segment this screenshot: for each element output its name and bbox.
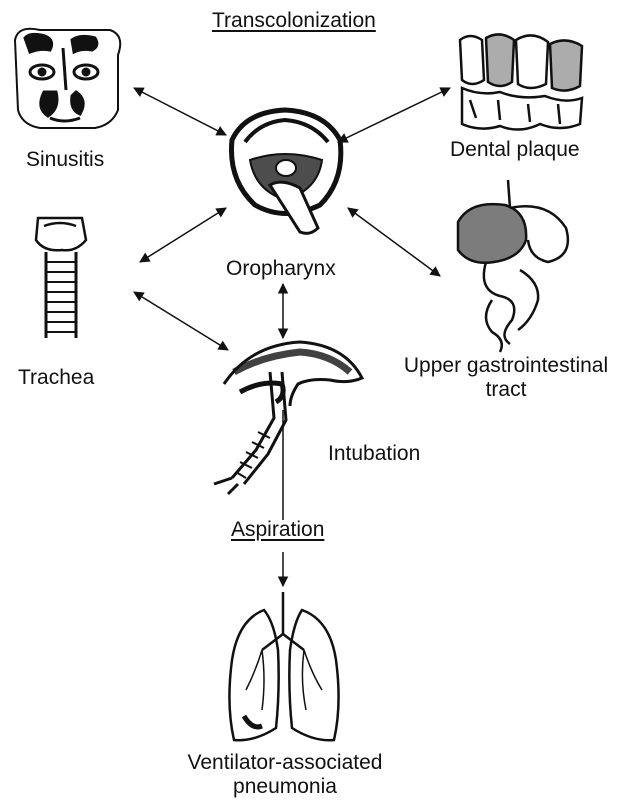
vap-label-line1: Ventilator-associated xyxy=(160,751,410,775)
oropharynx-label: Oropharynx xyxy=(226,257,336,281)
dental-plaque-illustration xyxy=(460,34,582,129)
arrow-trachea-oropharynx xyxy=(140,208,226,262)
trachea-illustration xyxy=(36,218,86,338)
upper-gi-label-line1: Upper gastrointestinal xyxy=(402,354,610,378)
arrow-dental-oropharynx xyxy=(338,88,450,142)
arrow-oropharynx-gi xyxy=(348,208,440,276)
dental-plaque-label: Dental plaque xyxy=(450,138,580,162)
aspiration-label: Aspiration xyxy=(231,518,324,542)
upper-gi-tract-illustration xyxy=(458,180,568,352)
vap-label-line2: pneumonia xyxy=(160,775,410,799)
upper-gi-label-line2: tract xyxy=(402,378,610,402)
arrow-sinusitis-oropharynx xyxy=(134,88,226,135)
intubated-airway-illustration xyxy=(214,342,362,494)
transcolonization-label: Transcolonization xyxy=(212,9,376,33)
face-sinuses-illustration xyxy=(15,29,120,128)
sinusitis-label: Sinusitis xyxy=(26,148,104,172)
arrow-trachea-airway xyxy=(134,292,228,350)
intubation-label: Intubation xyxy=(328,442,420,466)
lungs-illustration xyxy=(229,592,338,740)
upper-gi-label: Upper gastrointestinal tract xyxy=(402,354,610,402)
oropharynx-illustration xyxy=(231,110,340,233)
trachea-label: Trachea xyxy=(18,366,94,390)
vap-label: Ventilator-associated pneumonia xyxy=(160,751,410,799)
